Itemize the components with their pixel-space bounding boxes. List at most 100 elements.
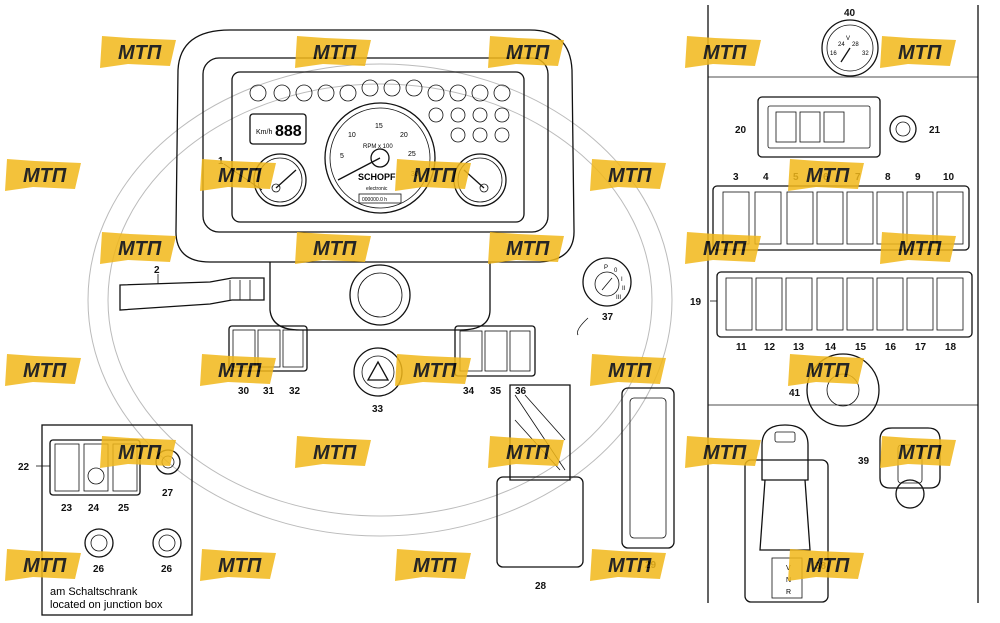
watermark-flag-shape bbox=[295, 36, 371, 68]
watermark-text: МТП bbox=[898, 42, 942, 64]
voltmeter: V 16 24 28 32 bbox=[821, 19, 879, 77]
watermark-logo: МТП bbox=[100, 436, 176, 468]
watermark-flag-shape bbox=[685, 232, 761, 264]
watermark-text: МТП bbox=[703, 42, 747, 64]
button-21 bbox=[889, 115, 917, 143]
watermark-logo: МТП bbox=[200, 354, 276, 386]
watermark-flag-shape bbox=[488, 436, 564, 468]
watermark-logo: МТП bbox=[880, 36, 956, 68]
voltmeter-tick-16: 16 bbox=[830, 51, 837, 57]
joystick: V N R bbox=[744, 424, 829, 603]
watermark-logo: МТП bbox=[100, 232, 176, 264]
voltmeter-tick-28: 28 bbox=[852, 42, 859, 48]
callout-27: 27 bbox=[162, 488, 174, 499]
watermark-logo: МТП bbox=[5, 549, 81, 581]
tach-tick-15: 15 bbox=[375, 123, 383, 130]
callout-3: 3 bbox=[733, 172, 739, 183]
callout-4: 4 bbox=[763, 172, 769, 183]
tach-tick-25: 25 bbox=[408, 151, 416, 158]
watermark-flag-shape bbox=[788, 354, 864, 386]
callout-2: 2 bbox=[154, 265, 160, 276]
watermark-text: МТП bbox=[218, 555, 262, 577]
callout-28: 28 bbox=[535, 581, 547, 592]
watermark-logo: МТП bbox=[488, 36, 564, 68]
watermark-flag-shape bbox=[488, 232, 564, 264]
watermark-text: МТП bbox=[806, 165, 850, 187]
junction-note-line1: am Schaltschrank bbox=[50, 586, 138, 598]
callout-24: 24 bbox=[88, 503, 100, 514]
callout-9: 9 bbox=[915, 172, 921, 183]
watermark-flag-shape bbox=[5, 549, 81, 581]
watermark-flag-shape bbox=[200, 354, 276, 386]
watermark-flag-shape bbox=[590, 354, 666, 386]
watermark-layer: МТП МТП МТП МТП МТП МТП МТП МТП МТП МТП МТП МТП МТП М… bbox=[5, 36, 956, 581]
hazard-button bbox=[353, 347, 403, 397]
watermark-logo: МТП bbox=[880, 232, 956, 264]
display-unit-20 bbox=[757, 96, 881, 158]
watermark-flag-shape bbox=[685, 36, 761, 68]
multifunction-lever bbox=[119, 277, 265, 311]
watermark-flag-shape bbox=[295, 232, 371, 264]
watermark-flag-shape bbox=[100, 232, 176, 264]
watermark-flag-shape bbox=[200, 549, 276, 581]
callout-26-left: 26 bbox=[93, 564, 105, 575]
callout-17: 17 bbox=[915, 342, 927, 353]
callout-37: 37 bbox=[602, 312, 614, 323]
watermark-logo: МТП bbox=[5, 159, 81, 191]
watermark-text: МТП bbox=[898, 442, 942, 464]
voltmeter-tick-24: 24 bbox=[838, 42, 845, 48]
instrument-cluster: Km/h 888 5 10 15 20 25 30 RPM x 100 SCHO… bbox=[175, 29, 575, 263]
steering-column bbox=[269, 262, 491, 331]
watermark-logo: МТП bbox=[590, 354, 666, 386]
junction-box-inset: am Schaltschrank located on junction box bbox=[41, 424, 193, 616]
ignition-letter-iii: III bbox=[616, 295, 621, 301]
accelerator-pedal bbox=[496, 384, 584, 568]
watermark-text: МТП bbox=[703, 442, 747, 464]
voltmeter-unit: V bbox=[846, 36, 850, 42]
switch-group-34-36 bbox=[454, 325, 536, 377]
callout-19: 19 bbox=[690, 297, 702, 308]
watermark-text: МТП bbox=[608, 165, 652, 187]
watermark-text: МТП bbox=[23, 555, 67, 577]
watermark-flag-shape bbox=[590, 549, 666, 581]
leader-lines bbox=[36, 163, 717, 467]
callout-30: 30 bbox=[238, 386, 250, 397]
warning-lamp-row-top bbox=[249, 79, 511, 102]
tach-unit: RPM x 100 bbox=[363, 144, 393, 150]
watermark-text: МТП bbox=[506, 238, 550, 260]
switch-panel-lower bbox=[716, 271, 973, 338]
watermark-logo: МТП bbox=[590, 159, 666, 191]
callout-31: 31 bbox=[263, 386, 275, 397]
callout-12: 12 bbox=[764, 342, 776, 353]
watermark-logo: МТП bbox=[395, 354, 471, 386]
speed-unit: Km/h bbox=[256, 129, 272, 136]
callout-39: 39 bbox=[858, 456, 870, 467]
watermark-logo: МТП bbox=[590, 549, 666, 581]
watermark-text: МТП bbox=[898, 238, 942, 260]
watermark-text: МТП bbox=[806, 555, 850, 577]
watermark-logo: МТП bbox=[295, 36, 371, 68]
callout-26-right: 26 bbox=[161, 564, 173, 575]
watermark-logo: МТП bbox=[100, 36, 176, 68]
callout-22: 22 bbox=[18, 462, 30, 473]
brake-pedal bbox=[621, 387, 675, 549]
callout-11: 11 bbox=[736, 342, 747, 353]
watermark-logo: МТП bbox=[395, 549, 471, 581]
watermark-flag-shape bbox=[395, 549, 471, 581]
watermark-flag-shape bbox=[880, 232, 956, 264]
watermark-text: МТП bbox=[218, 165, 262, 187]
watermark-logo: МТП bbox=[685, 232, 761, 264]
steering-wheel-outline bbox=[87, 63, 673, 537]
watermark-text: МТП bbox=[608, 555, 652, 577]
watermark-flag-shape bbox=[5, 159, 81, 191]
watermark-text: МТП bbox=[23, 165, 67, 187]
callout-18: 18 bbox=[945, 342, 957, 353]
watermark-flag-shape bbox=[788, 549, 864, 581]
ignition-letter-i: I bbox=[621, 277, 623, 283]
tach-tick-20: 20 bbox=[400, 132, 408, 139]
watermark-text: МТП bbox=[413, 555, 457, 577]
callout-8: 8 bbox=[885, 172, 891, 183]
callout-13: 13 bbox=[793, 342, 805, 353]
watermark-logo: МТП bbox=[200, 159, 276, 191]
callout-21: 21 bbox=[929, 125, 941, 136]
